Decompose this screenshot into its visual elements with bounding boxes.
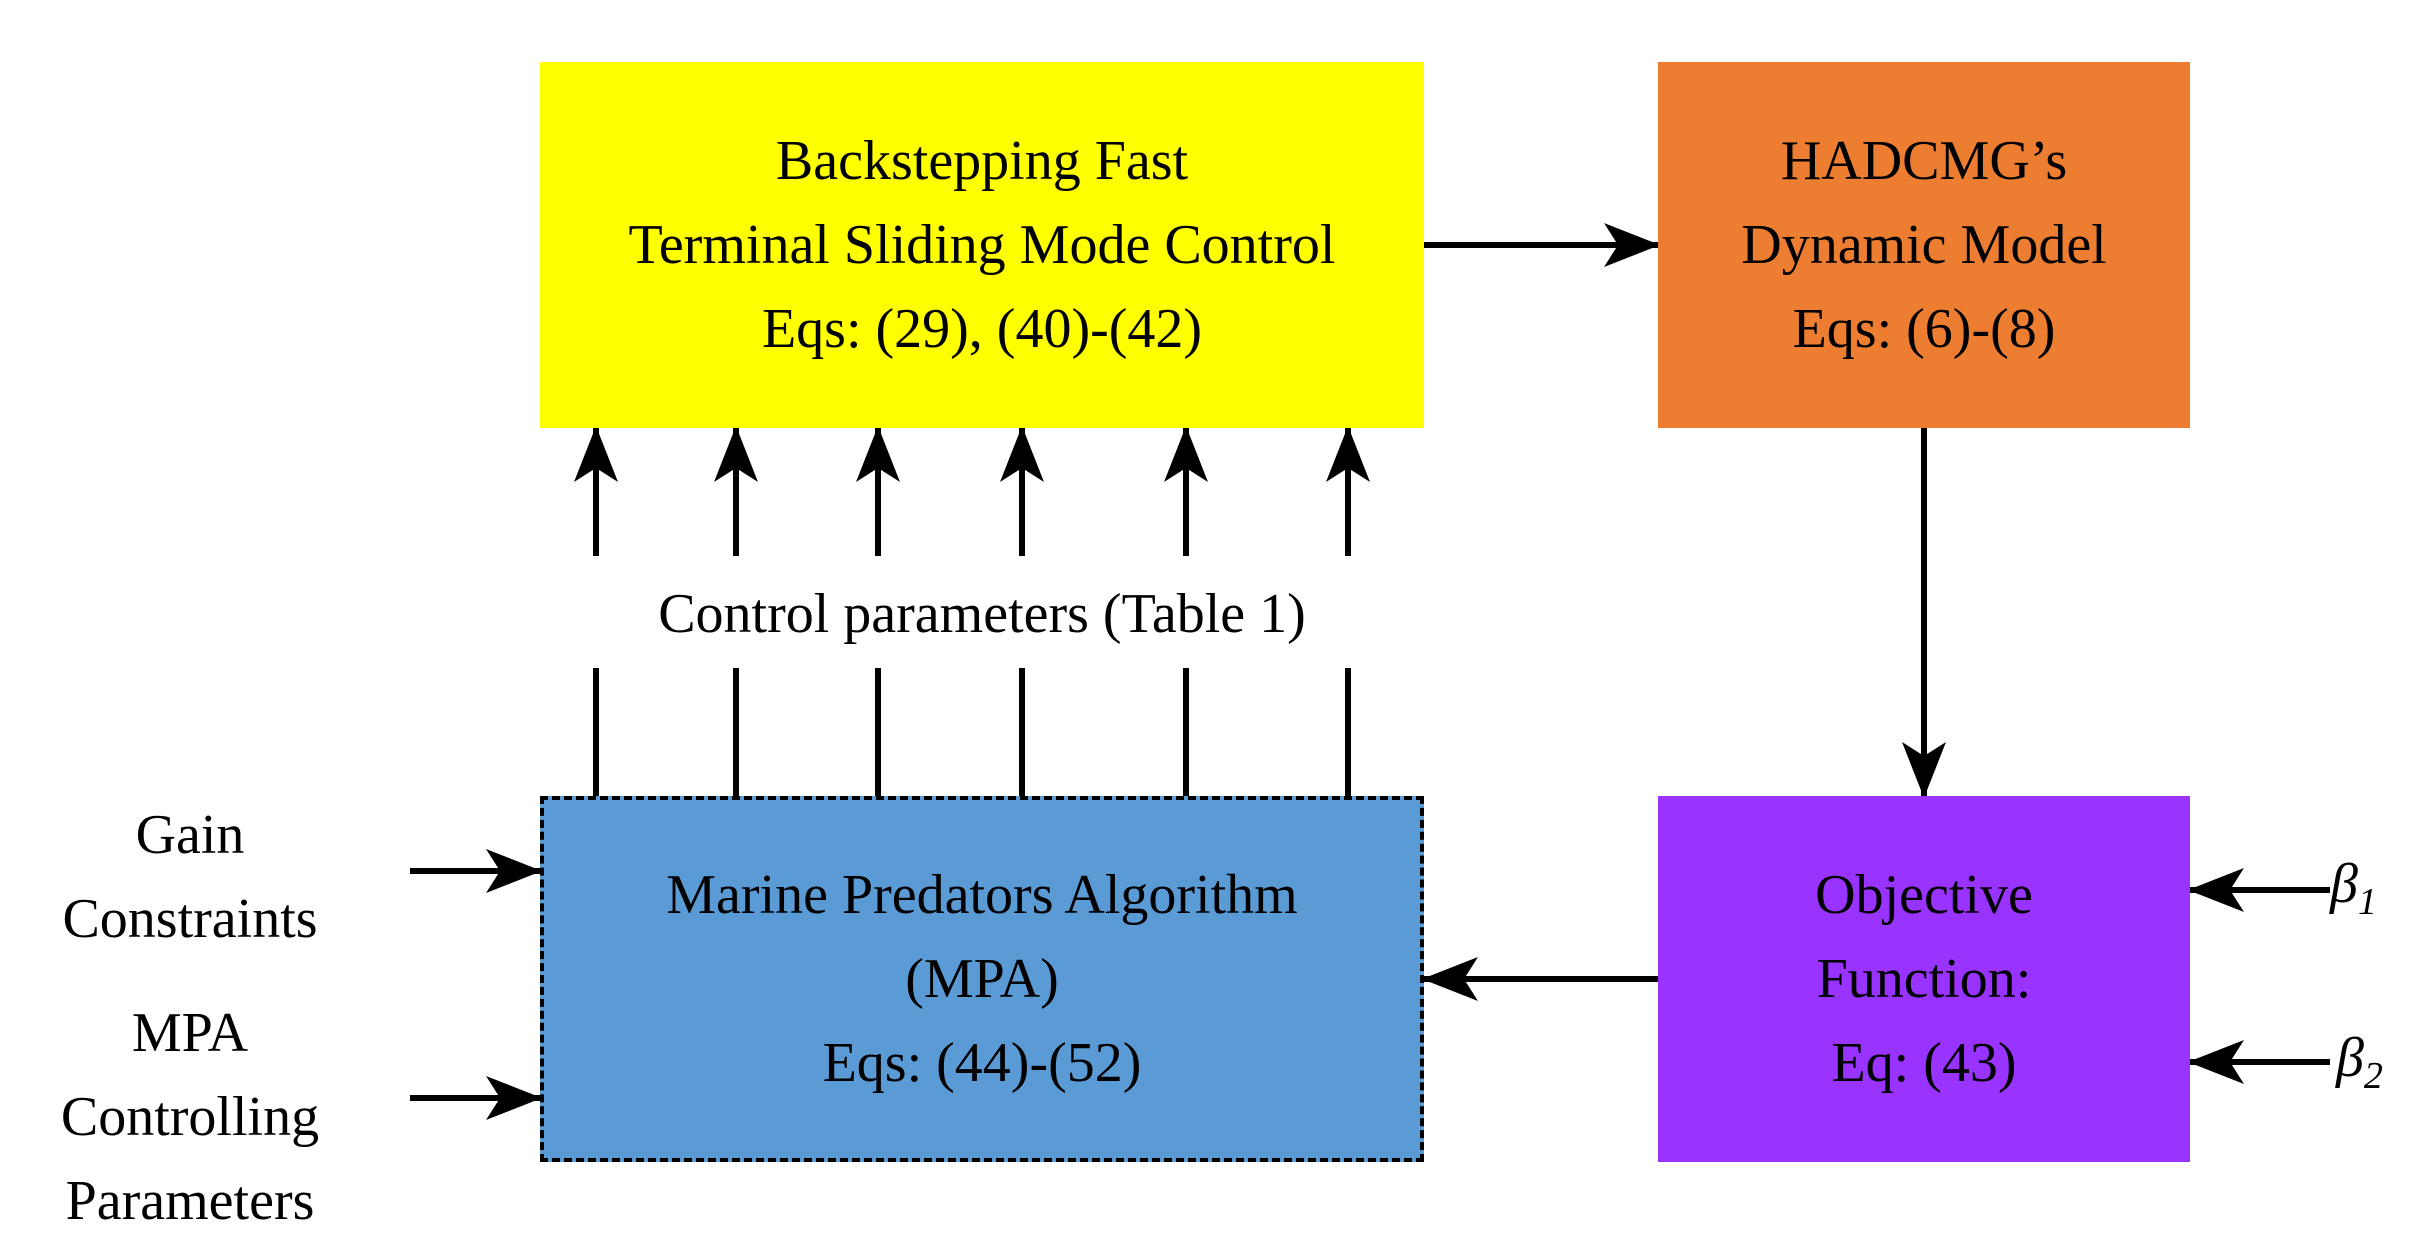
objective-function-block: Objective Function: Eq: (43) (1658, 796, 2190, 1162)
beta1-subscript: 1 (2357, 881, 2377, 924)
mpa-equations: Eqs: (44)-(52) (822, 1032, 1142, 1094)
gain-constraints-line2: Constraints (62, 888, 318, 950)
dynamic-equations: Eqs: (6)-(8) (1792, 298, 2056, 360)
mpa-params-line1: MPA (131, 1002, 249, 1064)
control-parameters-text: Control parameters (Table 1) (658, 583, 1306, 645)
dynamic-title-line2: Dynamic Model (1741, 214, 2107, 276)
mpa-controlling-parameters-label: MPA Controlling Parameters (20, 991, 360, 1243)
mpa-params-line2: Controlling (60, 1086, 320, 1148)
mpa-block: Marine Predators Algorithm (MPA) Eqs: (4… (540, 796, 1424, 1162)
bftsmc-equations: Eqs: (29), (40)-(42) (761, 298, 1203, 360)
gain-constraints-label: Gain Constraints (20, 793, 360, 961)
bftsmc-title-line1: Backstepping Fast (775, 130, 1189, 192)
beta2-label: β2 (2336, 1026, 2383, 1098)
bftsmc-title-line2: Terminal Sliding Mode Control (628, 214, 1336, 276)
dynamic-title-line1: HADCMG’s (1780, 130, 2068, 192)
mpa-title-line1: Marine Predators Algorithm (666, 864, 1298, 926)
beta1-label: β1 (2330, 852, 2377, 924)
mpa-params-line3: Parameters (65, 1170, 315, 1232)
objective-equation: Eq: (43) (1831, 1032, 2017, 1094)
bftsmc-block: Backstepping Fast Terminal Sliding Mode … (540, 62, 1424, 428)
objective-title-line1: Objective (1815, 864, 2033, 926)
objective-title-line2: Function: (1816, 948, 2032, 1010)
beta2-subscript: 2 (2363, 1055, 2383, 1098)
beta1-symbol: β (2330, 853, 2358, 915)
dynamic-model-block: HADCMG’s Dynamic Model Eqs: (6)-(8) (1658, 62, 2190, 428)
beta2-symbol: β (2336, 1027, 2364, 1089)
gain-constraints-line1: Gain (135, 804, 245, 866)
mpa-title-line2: (MPA) (905, 948, 1059, 1010)
control-parameters-label: Control parameters (Table 1) (582, 572, 1382, 656)
